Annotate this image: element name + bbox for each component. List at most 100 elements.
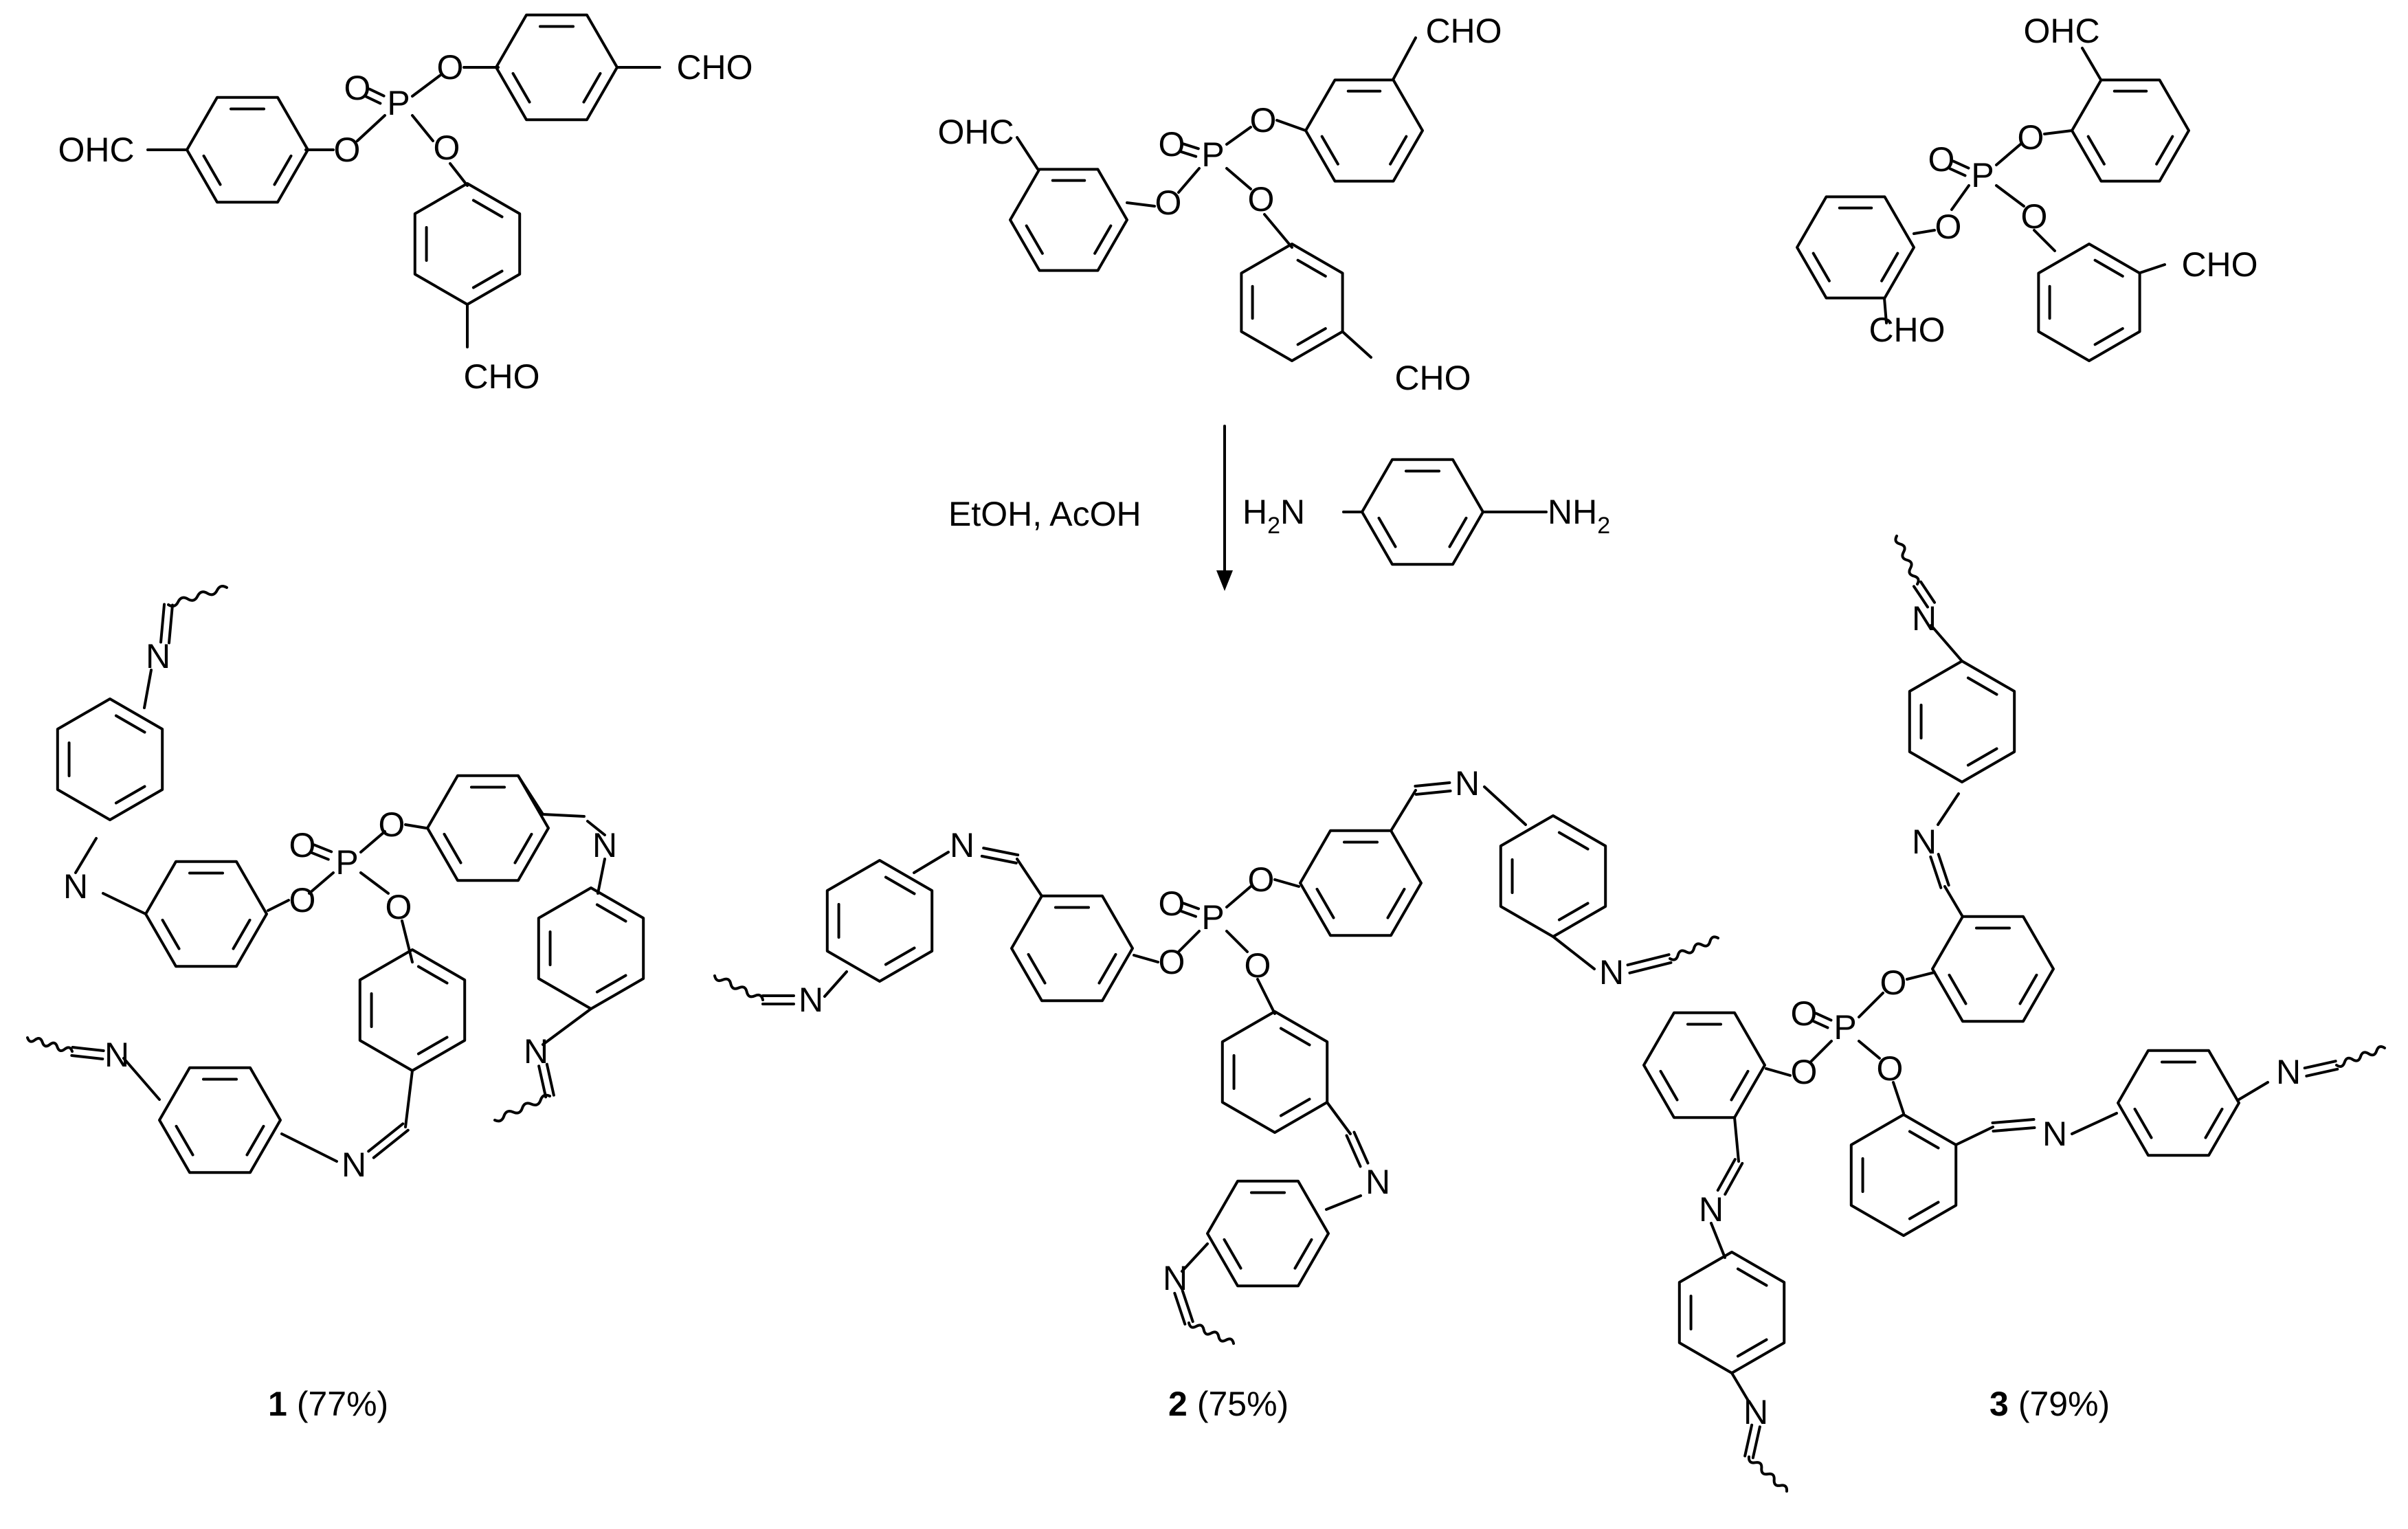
sm2-ring-a xyxy=(1304,78,1424,183)
p3-wavy-c xyxy=(2335,1045,2386,1068)
p3-ring-a2-inner-bond xyxy=(1966,747,1998,767)
double-bond xyxy=(1992,1126,2036,1132)
bond xyxy=(1730,1372,1750,1403)
bond xyxy=(359,871,390,895)
double-bond xyxy=(982,847,1020,857)
bond xyxy=(1133,954,1159,963)
sm2-ring-c xyxy=(1240,243,1344,362)
p3-ring-b xyxy=(1642,1011,1766,1119)
double-bond xyxy=(1628,961,1673,974)
sm3-oxo: O xyxy=(1928,140,1955,179)
double-bond xyxy=(167,603,174,645)
p1-ring-b-inner-bond xyxy=(161,918,181,950)
sm1-oxo: O xyxy=(344,69,371,107)
double-bond xyxy=(1743,1423,1754,1458)
amine-right-nh: NH xyxy=(1548,493,1597,531)
p1-wavy-a xyxy=(493,1093,551,1123)
sm2-phosphorus: P xyxy=(1201,135,1224,174)
bond xyxy=(2238,1081,2269,1101)
double-bond xyxy=(2305,1067,2339,1078)
bond xyxy=(1937,792,1960,826)
product-1-caption: 1(77%) xyxy=(268,1385,388,1423)
p3-ring-b-inner-bond xyxy=(1659,1069,1679,1102)
bond xyxy=(1858,992,1884,1018)
sm3-ring-a-inner-bond xyxy=(2155,135,2174,166)
sm1-ring-b xyxy=(186,96,309,204)
bond xyxy=(1995,143,2022,166)
bond xyxy=(359,830,386,853)
p1-ring-b2 xyxy=(56,697,164,821)
bond xyxy=(1858,1040,1881,1060)
sm2-ring-b-inner-bond xyxy=(1093,224,1113,255)
p1-ring-a xyxy=(426,774,550,882)
bond xyxy=(308,871,335,895)
amine-right-sub: 2 xyxy=(1597,513,1610,539)
bond xyxy=(1950,184,1970,211)
p1-ring-a2-inner-bond xyxy=(595,903,627,923)
product-1-number: 1 xyxy=(268,1385,287,1423)
p3-n-a: N xyxy=(1912,823,1937,861)
bond xyxy=(411,74,441,98)
sm2-oxo: O xyxy=(1159,125,1185,164)
bond xyxy=(1225,167,1252,190)
p2-ring-a-inner-bond xyxy=(1386,887,1406,919)
bond xyxy=(586,820,606,836)
p3-ring-c2 xyxy=(2117,1049,2240,1157)
double-bond xyxy=(980,854,1018,864)
bond xyxy=(1341,331,1372,359)
p2-n-a: N xyxy=(1455,764,1480,803)
bond xyxy=(2033,229,2056,252)
p2-p-o-double xyxy=(1179,909,1197,918)
product-2-caption: 2(75%) xyxy=(1168,1385,1289,1423)
double-bond xyxy=(1181,1289,1194,1324)
bond xyxy=(122,1057,161,1101)
bond xyxy=(1225,885,1252,908)
product-3-caption: 3(79%) xyxy=(1989,1385,2110,1423)
double-bond xyxy=(1414,781,1451,788)
sm3-o-b: O xyxy=(1935,208,1962,246)
p2-ring-a-inner-bond xyxy=(1315,887,1335,919)
p3-n-c2: N xyxy=(2276,1053,2301,1091)
p3-ring-c xyxy=(1849,1113,1958,1237)
amine-right-label: NH2 xyxy=(1548,493,1610,539)
p1-wavy-b xyxy=(167,584,228,608)
sm1-phosphorus: P xyxy=(387,84,410,122)
double-bond xyxy=(537,1064,548,1099)
p1-p-o-double xyxy=(313,843,333,853)
p3-n-a2: N xyxy=(1912,599,1937,638)
bond xyxy=(1225,930,1249,953)
p2-o-c: O xyxy=(1245,946,1271,985)
p3-n-b: N xyxy=(1699,1190,1724,1229)
p2-ring-b2-inner-bond xyxy=(884,875,916,895)
sm3-p-o-double xyxy=(1952,159,1970,170)
double-bond xyxy=(1913,585,1930,609)
amine-left-n: N xyxy=(1280,493,1305,531)
double-bond xyxy=(1937,853,1950,887)
reaction-arrow xyxy=(1216,425,1233,591)
p2-o-a: O xyxy=(1248,860,1275,899)
p1-p-o-double xyxy=(309,851,330,861)
p2-oxo: O xyxy=(1159,884,1185,923)
bond xyxy=(401,919,414,963)
p2-ring-c-inner-bond xyxy=(1279,1097,1311,1117)
amine-left-h: H xyxy=(1242,493,1267,531)
double-bond xyxy=(545,1062,555,1097)
double-bond xyxy=(1724,1161,1744,1196)
double-bond xyxy=(1414,789,1452,796)
p3-phosphorus: P xyxy=(1833,1008,1856,1047)
p1-n-b2: N xyxy=(146,637,170,676)
p2-wavy-c xyxy=(1188,1321,1235,1345)
bond xyxy=(1225,126,1252,146)
p3-ring-a2 xyxy=(1908,660,2016,783)
bond xyxy=(1390,789,1417,832)
sm2-ohc-b: OHC xyxy=(937,113,1014,151)
double-bond xyxy=(1751,1425,1761,1460)
double-bond xyxy=(372,1128,410,1159)
double-bond xyxy=(70,1053,104,1060)
p2-ring-b2 xyxy=(825,859,934,983)
solvent-label: EtOH, AcOH xyxy=(948,495,1141,533)
p1-ring-c-inner-bond xyxy=(416,1036,449,1056)
p1-ring-b-inner-bond xyxy=(232,918,252,950)
bond xyxy=(267,899,290,912)
reagent-phenylene-ring xyxy=(1361,458,1484,566)
